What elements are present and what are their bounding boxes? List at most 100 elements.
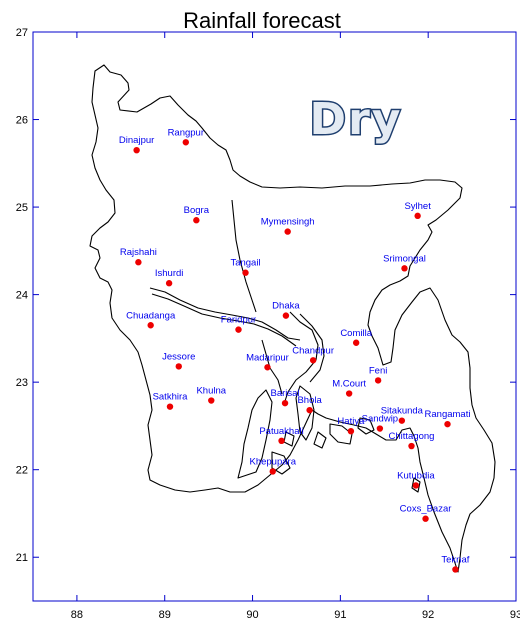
station-label: Chittagong	[389, 431, 435, 442]
station: Dinajpur	[119, 135, 154, 154]
station-marker	[408, 442, 415, 450]
station-label: Teknaf	[441, 554, 469, 565]
station-marker	[135, 259, 142, 266]
station-marker	[352, 339, 360, 346]
x-tick-label: 91	[334, 609, 346, 621]
station-marker	[175, 363, 182, 370]
station-marker	[414, 212, 421, 220]
station-label: Bhola	[297, 395, 322, 406]
station-label: Kutubdia	[397, 470, 435, 481]
station-label: Mymensingh	[261, 217, 315, 228]
station: Feni	[369, 365, 387, 384]
station: Khulna	[196, 386, 227, 404]
x-tick-label: 89	[159, 609, 171, 621]
station: Rajshahi	[120, 247, 157, 266]
mainland-outline	[89, 64, 496, 573]
station-marker	[284, 228, 291, 235]
station: Srimongal	[383, 253, 426, 272]
station-label: Srimongal	[383, 253, 426, 264]
station-marker	[133, 146, 140, 154]
river-padma	[149, 287, 301, 341]
station-marker	[182, 139, 190, 146]
station-marker	[347, 427, 355, 435]
station-label: Dhaka	[272, 301, 300, 312]
station-marker	[165, 280, 173, 287]
station-label: Feni	[369, 365, 387, 376]
station-marker	[422, 515, 429, 522]
station: Comilla	[340, 328, 373, 346]
station-marker	[235, 326, 242, 333]
coastal-inlet	[237, 389, 273, 479]
island-bhola	[295, 385, 315, 441]
station-marker	[412, 482, 420, 489]
station-marker	[398, 417, 406, 424]
station-label: Faridpur	[221, 315, 256, 326]
station-marker	[309, 357, 317, 364]
station: Coxs_Bazar	[400, 504, 451, 522]
dry-badge-text: Dry	[310, 94, 403, 145]
x-tick-label: 90	[246, 609, 258, 621]
station: Sitakunda	[381, 406, 424, 424]
x-tick-label: 88	[71, 609, 83, 621]
station: Tangail	[230, 258, 261, 276]
station: Jessore	[162, 351, 195, 370]
y-tick-label: 23	[16, 377, 28, 389]
station: Sylhet	[404, 201, 431, 220]
station-label: Tangail	[230, 258, 260, 269]
station-marker	[345, 390, 353, 397]
station-label: Rangamati	[425, 409, 471, 420]
station: Chuadanga	[126, 310, 176, 329]
river-meghna-bank	[299, 313, 325, 383]
station-marker	[193, 217, 200, 224]
station-label: Sylhet	[404, 201, 431, 212]
station-marker	[444, 420, 451, 428]
island-coastal-1	[313, 431, 327, 449]
station: Rangamati	[425, 409, 471, 428]
station: M.Court	[332, 379, 366, 397]
station-marker	[401, 265, 408, 272]
y-tick-label: 25	[16, 202, 28, 214]
station-layer: DinajpurRangpurSylhetBograMymensinghRajs…	[119, 127, 471, 573]
station: Madaripur	[246, 352, 289, 371]
station-marker	[282, 312, 290, 319]
y-tick-label: 21	[16, 552, 28, 564]
station: Mymensingh	[261, 217, 315, 235]
station: Dhaka	[272, 301, 300, 319]
station-marker	[376, 425, 384, 432]
dry-badge: Dry	[308, 93, 403, 147]
station-label: Sandwip	[362, 414, 398, 425]
island-kutubdia	[411, 477, 421, 493]
station-label: Comilla	[340, 328, 372, 339]
island-sandwip	[357, 417, 375, 435]
station: Patuakhali	[259, 426, 304, 445]
station-label: Madaripur	[246, 352, 289, 363]
station: Satkhira	[153, 392, 189, 410]
island-coastal-2	[283, 431, 295, 447]
island-south	[271, 451, 291, 475]
station-marker	[374, 377, 382, 384]
station-marker	[306, 406, 313, 414]
station-marker	[452, 566, 459, 573]
station-label: Patuakhali	[259, 426, 303, 437]
station: Sandwip	[362, 414, 398, 432]
station: Chittagong	[389, 431, 435, 450]
station-marker	[264, 364, 271, 371]
station-label: Khulna	[196, 386, 226, 397]
station: Kutubdia	[397, 470, 435, 489]
plot-border	[32, 31, 517, 602]
y-tick-label: 27	[16, 27, 28, 39]
station-label: Satkhira	[153, 392, 189, 403]
map-title: Rainfall forecast	[183, 8, 341, 33]
station-label: Bogra	[184, 205, 210, 216]
station-marker	[281, 399, 289, 407]
station-label: Ishurdi	[155, 268, 184, 279]
station: Faridpur	[221, 315, 256, 333]
station-marker	[278, 437, 285, 445]
station: Chandpur	[292, 345, 334, 364]
station-label: M.Court	[332, 379, 366, 390]
station-label: Sitakunda	[381, 406, 424, 417]
station: Ishurdi	[155, 268, 184, 287]
station: Bhola	[297, 395, 322, 414]
